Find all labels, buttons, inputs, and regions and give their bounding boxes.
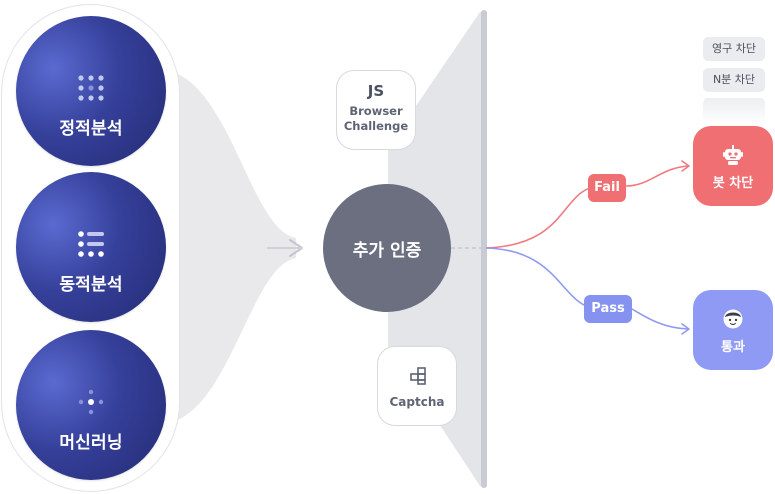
captcha-box: Captcha: [377, 346, 457, 426]
method-static-analysis: 정적분석: [16, 16, 166, 166]
method-label: 동적분석: [59, 275, 123, 295]
method-dynamic-analysis: 동적분석: [16, 172, 166, 322]
js-subtitle-line1: Browser: [349, 104, 403, 118]
js-subtitle: Browser Challenge: [337, 104, 415, 134]
js-title: JS: [367, 82, 385, 100]
js-subtitle-line2: Challenge: [343, 119, 409, 133]
method-label: 정적분석: [59, 119, 123, 139]
block-option-fade: [703, 98, 765, 125]
pass-arrow: [681, 323, 690, 335]
result-label: 통과: [721, 340, 745, 355]
puzzle-blocks-icon: [410, 367, 426, 385]
result-label: 봇 차단: [712, 176, 754, 191]
pass-tag: Pass: [584, 295, 632, 323]
person-icon: [723, 309, 743, 329]
fail-path: [485, 165, 689, 249]
robot-icon: [723, 145, 743, 165]
method-machine-learning: 머신러닝: [16, 330, 166, 480]
additional-verification-node: 추가 인증: [323, 184, 451, 312]
result-bot-block: 봇 차단: [693, 126, 773, 206]
fail-tag: Fail: [588, 174, 626, 202]
block-option-timed: N분 차단: [703, 68, 765, 92]
method-label: 머신러닝: [59, 433, 123, 453]
center-label: 추가 인증: [352, 240, 422, 261]
result-pass-through: 통과: [693, 290, 773, 370]
dots-cross-icon: [78, 389, 104, 415]
funnel-edge: [481, 10, 487, 488]
dots-list-icon: [78, 231, 104, 257]
captcha-label: Captcha: [389, 395, 445, 409]
js-browser-challenge-box: JS Browser Challenge: [336, 70, 416, 150]
fail-arrow: [681, 160, 690, 172]
block-option-permanent: 영구 차단: [703, 37, 765, 61]
dots-grid-icon: [78, 75, 104, 101]
merge-funnel: [165, 70, 296, 424]
